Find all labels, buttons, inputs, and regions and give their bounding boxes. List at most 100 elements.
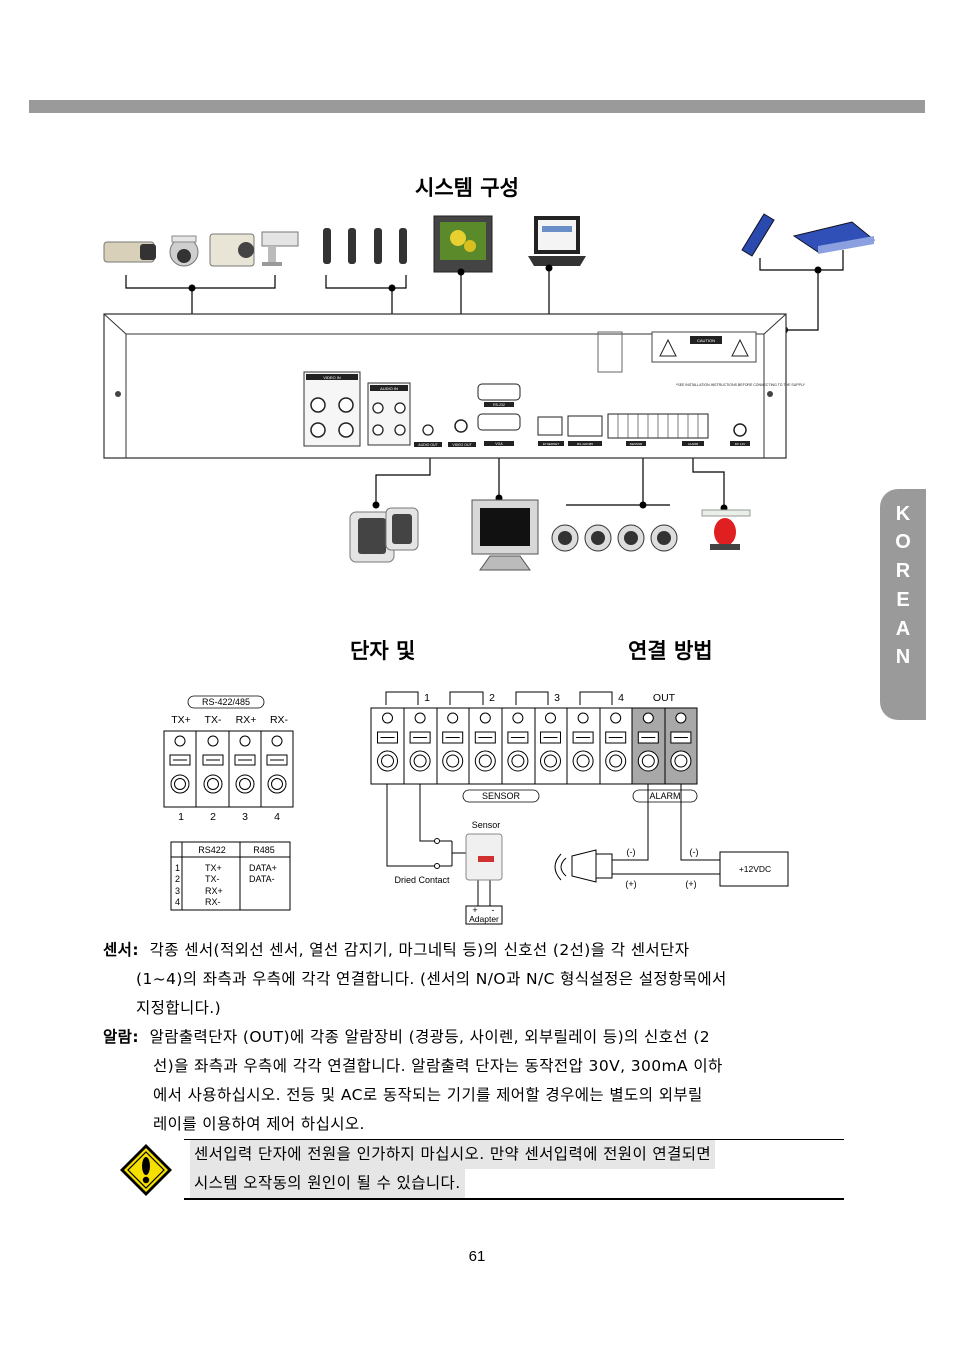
svg-text:DC 12V: DC 12V	[735, 442, 746, 446]
page-number: 61	[468, 1248, 486, 1265]
svg-text:4: 4	[274, 811, 280, 823]
svg-text:SENSOR: SENSOR	[630, 442, 644, 446]
svg-text:AUDIO IN: AUDIO IN	[380, 386, 398, 391]
svg-text:4: 4	[618, 692, 624, 704]
terminal-hole-inner	[446, 754, 460, 768]
svg-text:TX+: TX+	[205, 863, 222, 873]
warning-icon	[120, 1144, 172, 1196]
svg-text:1: 1	[178, 811, 184, 823]
cd-drive-icon	[792, 221, 876, 254]
svg-text:2: 2	[175, 874, 180, 884]
siren-icon	[554, 849, 613, 883]
svg-text:(-): (-)	[627, 847, 636, 857]
svg-text:RX+: RX+	[236, 714, 257, 726]
sensor-line-1: 각종 센서(적외선 센서, 열선 감지기, 마그네틱 등)의 신호선 (2선)을…	[149, 941, 690, 959]
alarm-label: 알람:	[103, 1028, 139, 1046]
tv-monitor-icon	[433, 215, 493, 273]
svg-text:TX+: TX+	[171, 714, 191, 726]
svg-text:(-): (-)	[690, 847, 699, 857]
svg-text:RS422: RS422	[198, 845, 226, 855]
svg-text:4: 4	[175, 897, 180, 907]
svg-text:*SEE INSTALLATION INSTRUCTIONS: *SEE INSTALLATION INSTRUCTIONS BEFORE CO…	[676, 383, 806, 387]
svg-text:VGA: VGA	[495, 442, 503, 446]
terminal-hole-inner	[609, 754, 623, 768]
svg-text:Dried Contact: Dried Contact	[394, 875, 450, 885]
svg-text:RS-422/485: RS-422/485	[202, 697, 250, 707]
svg-text:+: +	[472, 905, 477, 915]
svg-text:R485: R485	[253, 845, 275, 855]
svg-text:RS-422/485: RS-422/485	[577, 442, 593, 446]
terminal-screw	[447, 712, 459, 724]
tab-letter: A	[895, 618, 911, 640]
svg-text:RX-: RX-	[205, 897, 221, 907]
alarm-line-4: 레이를 이용하여 제어 하십시오.	[153, 1115, 365, 1133]
svg-text:VIDEO OUT: VIDEO OUT	[452, 443, 472, 447]
alarm-line-2: 선)을 좌측과 우측에 각각 연결합니다. 알람출력 단자는 동작전압 30V,…	[153, 1057, 723, 1075]
speaker-icon	[349, 507, 419, 563]
svg-text:Sensor: Sensor	[472, 820, 501, 830]
svg-text:1: 1	[424, 692, 430, 704]
terminal-hole-inner	[576, 754, 590, 768]
svg-text:AUDIO OUT: AUDIO OUT	[418, 443, 438, 447]
warning-line-1: 센서입력 단자에 전원을 인가하지 마십시오. 만약 센서입력에 전원이 연결되…	[190, 1140, 716, 1169]
remote-control-icon	[741, 213, 775, 257]
laptop-icon	[528, 216, 586, 266]
terminal-screw	[545, 712, 556, 724]
terminal-screw	[577, 712, 589, 724]
svg-text:ETHERNET: ETHERNET	[543, 442, 559, 446]
terminal-screw	[610, 712, 622, 724]
svg-text:(+): (+)	[625, 879, 636, 889]
terminal-screw	[382, 712, 393, 724]
microphone-icon	[323, 228, 407, 264]
alarm-line-3: 에서 사용하십시오. 전등 및 AC로 동작되는 기기를 제어할 경우에는 별도…	[153, 1086, 703, 1104]
svg-text:RS-232: RS-232	[493, 403, 505, 407]
header-bar	[29, 100, 925, 113]
system-diagram: VIDEO IN AUDIO IN AUDIO OUT VIDEO OUT RS…	[103, 213, 876, 571]
terminal-hole-inner	[511, 754, 525, 768]
section-title-system: 시스템 구성	[415, 176, 519, 200]
svg-text:OUT: OUT	[653, 692, 676, 704]
svg-text:+12VDC: +12VDC	[739, 864, 771, 874]
terminal-screw	[479, 712, 491, 724]
svg-text:SENSOR: SENSOR	[482, 791, 521, 801]
dvr-rear-panel: VIDEO IN AUDIO IN AUDIO OUT VIDEO OUT RS…	[103, 313, 806, 459]
terminal-screw	[675, 712, 687, 724]
svg-text:DATA+: DATA+	[249, 863, 277, 873]
camera-icon	[103, 231, 299, 267]
svg-text:(+): (+)	[685, 879, 696, 889]
svg-text:ALARM: ALARM	[649, 791, 680, 801]
alarm-light-icon	[701, 509, 751, 550]
vga-monitor-icon	[471, 499, 539, 571]
terminal-screw	[414, 712, 426, 724]
svg-text:TX-: TX-	[205, 714, 222, 726]
svg-text:VIDEO IN: VIDEO IN	[323, 375, 341, 380]
svg-text:CAUTION: CAUTION	[697, 338, 715, 343]
svg-text:RX+: RX+	[205, 886, 223, 896]
terminal-hole-inner	[641, 754, 655, 768]
terminal-screw	[642, 712, 654, 724]
sensor-line-2: (1~4)의 좌측과 우측에 각각 연결합니다. (센서의 N/O과 N/C 형…	[136, 970, 727, 988]
svg-text:TX-: TX-	[205, 874, 220, 884]
svg-text:Adapter: Adapter	[469, 914, 499, 924]
tab-letter: O	[895, 531, 911, 553]
alarm-line-1: 알람출력단자 (OUT)에 각종 알람장비 (경광등, 사이렌, 외부릴레이 등…	[149, 1028, 711, 1046]
svg-text:1: 1	[175, 863, 180, 873]
tab-letter: R	[895, 560, 911, 582]
section-title-terminal: 단자 및	[350, 639, 416, 663]
sensor-device-icon	[551, 524, 678, 552]
language-side-tab: K O R E A N	[880, 489, 926, 720]
tab-letter: E	[896, 589, 910, 611]
svg-text:2: 2	[210, 811, 216, 823]
svg-text:2: 2	[489, 692, 495, 704]
pir-sensor-icon	[465, 833, 503, 881]
terminal-hole-inner	[674, 754, 688, 768]
terminal-hole-inner	[413, 754, 427, 768]
sensor-line-3: 지정합니다.)	[136, 999, 222, 1017]
terminal-hole-inner	[544, 754, 557, 768]
tab-letter: N	[895, 646, 911, 668]
alarm-paragraph: 알람: 알람출력단자 (OUT)에 각종 알람장비 (경광등, 사이렌, 외부릴…	[103, 1023, 863, 1139]
svg-text:ALARM: ALARM	[688, 442, 699, 446]
svg-text:3: 3	[175, 886, 180, 896]
svg-text:-: -	[492, 905, 495, 915]
terminal-screw	[512, 712, 524, 724]
